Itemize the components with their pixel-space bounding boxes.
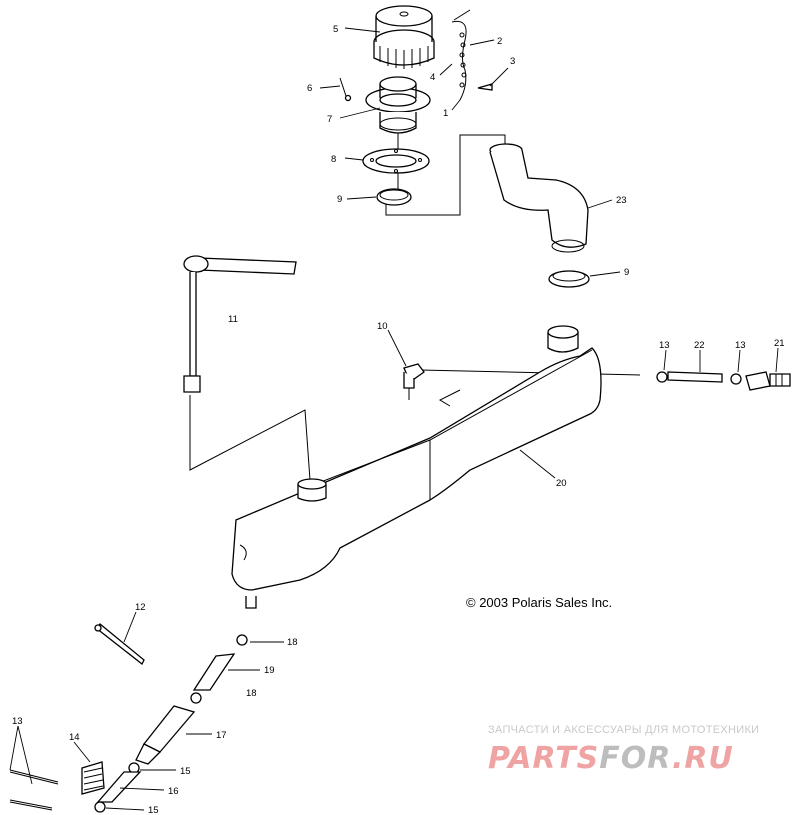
callout-14: 14	[69, 732, 80, 743]
part-9-clamp-lower	[548, 270, 590, 288]
callout-15-b: 15	[148, 805, 159, 815]
part-19-fuel-hose	[192, 653, 236, 691]
callout-9-upper: 9	[337, 194, 342, 205]
callout-19: 19	[264, 665, 275, 676]
callout-20: 20	[556, 478, 567, 489]
callout-21: 21	[774, 338, 785, 349]
part-20-fuel-tank	[231, 325, 602, 609]
callout-7: 7	[327, 114, 332, 125]
part-3-screw	[477, 83, 493, 91]
watermark-brand-ru: .RU	[672, 741, 734, 776]
callout-9-lower: 9	[624, 267, 629, 278]
callout-13-right-b: 13	[735, 340, 746, 351]
part-22-vent-line	[667, 371, 723, 383]
watermark-brand: PARTSFOR.RU	[488, 741, 734, 776]
callout-23: 23	[616, 195, 627, 206]
part-13-clamp-right-a	[656, 371, 668, 383]
part-13-cable-ties	[9, 769, 59, 811]
part-16-fuel-hose	[96, 771, 142, 803]
part-18-clamp-lower	[190, 692, 202, 704]
callout-18-upper: 18	[287, 637, 298, 648]
watermark-brand-for: FOR	[599, 741, 672, 776]
part-12-cable-tie	[94, 623, 145, 666]
part-21-check-valve	[745, 371, 791, 391]
callout-8: 8	[331, 154, 336, 165]
callout-13-right-a: 13	[659, 340, 670, 351]
part-15-clamp-b	[94, 801, 106, 813]
leader-lines	[9, 27, 779, 811]
part-5-filler-cap	[373, 5, 435, 69]
part-6-screw	[339, 77, 352, 102]
callout-5: 5	[333, 24, 338, 35]
callout-6: 6	[307, 83, 312, 94]
part-11-fuel-sender	[183, 255, 297, 393]
callout-17: 17	[216, 730, 227, 741]
callout-10: 10	[377, 321, 388, 332]
watermark: ЗАПЧАСТИ И АКСЕССУАРЫ ДЛЯ МОТОТЕХНИКИ PA…	[488, 724, 759, 776]
callout-16: 16	[168, 786, 179, 797]
part-7-filler-neck	[365, 76, 431, 134]
callout-1: 1	[443, 108, 448, 119]
callout-4: 4	[430, 72, 435, 83]
callout-15-a: 15	[180, 766, 191, 777]
part-10-elbow-fitting	[403, 363, 425, 400]
part-13-clamp-right-b	[730, 373, 742, 385]
watermark-tagline: ЗАПЧАСТИ И АКСЕССУАРЫ ДЛЯ МОТОТЕХНИКИ	[488, 724, 759, 736]
part-23-vent-hose	[489, 143, 589, 253]
part-18-clamp-upper	[236, 634, 248, 646]
callout-2: 2	[497, 36, 502, 47]
part-8-gasket	[362, 148, 430, 174]
callout-3: 3	[510, 56, 515, 67]
part-17-fuel-filter	[135, 705, 196, 765]
part-9-clamp-upper	[376, 188, 412, 206]
callout-18-lower: 18	[246, 688, 257, 699]
copyright-notice: © 2003 Polaris Sales Inc.	[466, 595, 612, 610]
watermark-brand-parts: PARTS	[488, 741, 599, 776]
callout-12: 12	[135, 602, 146, 613]
part-14-shutoff-valve	[81, 761, 105, 795]
callout-labels: 5 6 7 8 9 4 1 2 3 23 9 11 10 20 13 22 13…	[12, 24, 785, 815]
callout-13-left: 13	[12, 716, 23, 727]
callout-22: 22	[694, 340, 705, 351]
part-2-tether-chain	[451, 9, 471, 101]
callout-11: 11	[228, 314, 238, 325]
